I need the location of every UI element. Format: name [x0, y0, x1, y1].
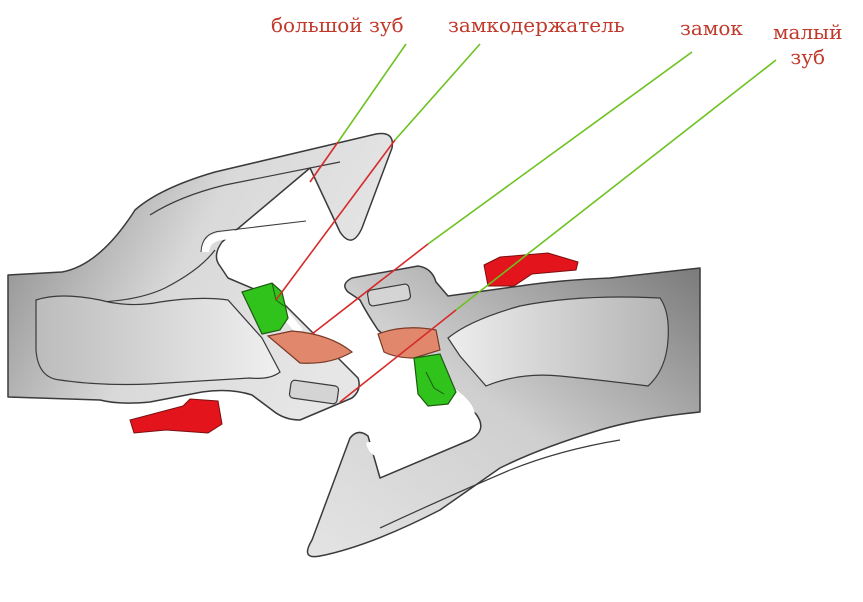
small-tooth-red-insert	[483, 252, 579, 287]
label-big-tooth: большой зуб	[271, 14, 404, 36]
label-lock-text: замок	[680, 16, 743, 40]
label-big-tooth-text: большой зуб	[271, 13, 404, 37]
small-tooth-part	[306, 252, 701, 558]
lock-left	[266, 330, 354, 364]
lock-holder-right	[413, 353, 457, 407]
leader-small-tooth-red	[339, 309, 457, 403]
leader-lock-green	[427, 51, 693, 245]
big-tooth-upper-contour	[149, 161, 341, 216]
big-tooth-inner-contour	[39, 249, 216, 303]
big-tooth-slot	[288, 379, 340, 405]
label-lock: замок	[680, 17, 743, 39]
leader-big-tooth-red	[309, 141, 339, 183]
leader-lines	[275, 43, 777, 403]
big-tooth-channel	[201, 222, 318, 335]
small-tooth-socket	[447, 296, 669, 387]
label-small-tooth-line1: малый	[773, 20, 843, 44]
label-small-tooth: малый зуб	[773, 20, 842, 70]
big-tooth-channel-edge	[200, 220, 307, 253]
big-tooth-red-insert	[129, 398, 223, 434]
leader-big-tooth-green	[337, 43, 407, 143]
label-small-tooth-line2: зуб	[790, 45, 826, 69]
lock-holder-right-detail	[425, 371, 445, 395]
leader-lock-holder-green	[394, 43, 481, 141]
small-tooth-slot	[366, 283, 412, 307]
leader-small-tooth-green	[455, 59, 777, 311]
small-tooth-channel	[366, 348, 475, 457]
leader-lock-holder-red	[275, 139, 396, 301]
label-lock-holder-text: замкодержатель	[448, 13, 625, 37]
lock-right	[377, 327, 441, 359]
label-lock-holder: замкодержатель	[448, 14, 625, 36]
small-tooth-lower-contour	[379, 439, 621, 529]
leader-lock-red	[311, 243, 429, 335]
big-tooth-part	[7, 132, 394, 434]
big-tooth-socket	[35, 295, 281, 386]
